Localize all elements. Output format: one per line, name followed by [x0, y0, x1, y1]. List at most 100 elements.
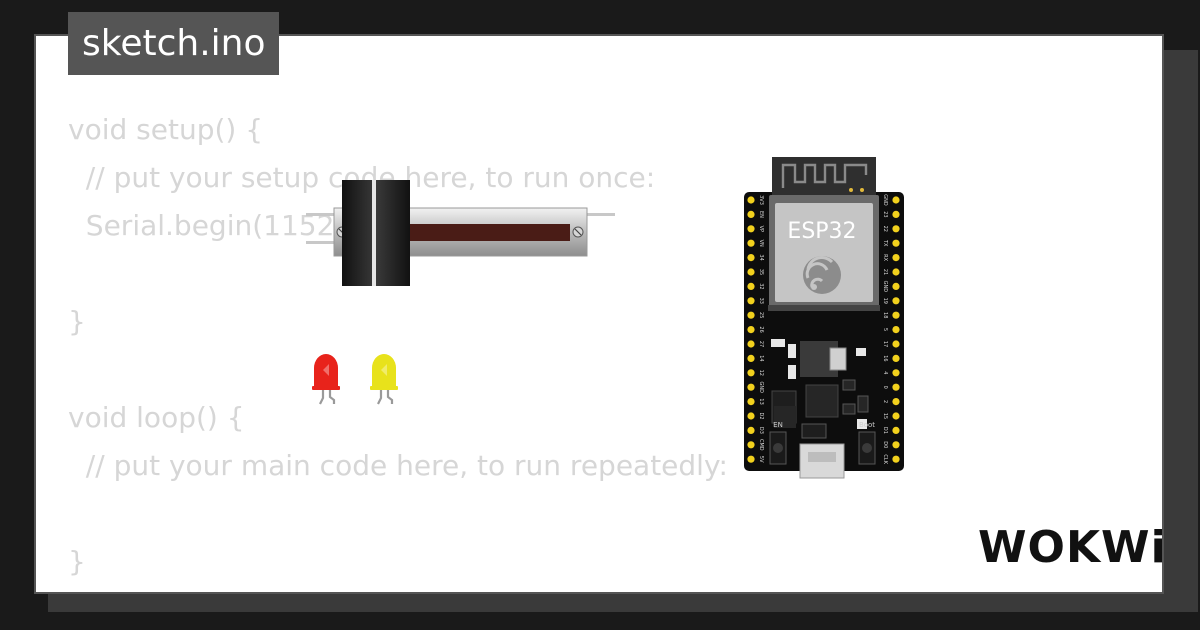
esp32-board[interactable]: ESP32 EN	[744, 157, 904, 479]
pin-label-left: CMD	[758, 439, 764, 451]
slide-potentiometer[interactable]	[306, 180, 615, 286]
chip-label: ESP32	[787, 219, 856, 244]
led-red[interactable]	[312, 354, 340, 405]
usb-uart-chip	[805, 384, 839, 418]
code-line: // put your setup code here, to run once…	[68, 161, 656, 194]
pin-label-right: 16	[882, 355, 888, 361]
pin-label-right: 17	[882, 341, 888, 347]
pin-label-left: VN	[758, 240, 764, 247]
pin-label-left: 14	[758, 355, 764, 361]
pot-pin-left-lower	[306, 241, 338, 244]
pin-label-left: 13	[758, 398, 764, 404]
pin-pad-left[interactable]	[747, 354, 755, 362]
module-shield	[775, 203, 873, 302]
pin-pad-right[interactable]	[892, 354, 900, 362]
pot-pin-left	[306, 213, 338, 216]
pin-pad-right[interactable]	[892, 254, 900, 262]
file-tab[interactable]: sketch.ino	[68, 12, 280, 75]
pin-pad-right[interactable]	[892, 239, 900, 247]
pin-pad-left[interactable]	[747, 398, 755, 406]
pin-pad-left[interactable]	[747, 369, 755, 377]
wokwi-logo: WOKWi	[978, 522, 1167, 573]
pot-track	[400, 224, 570, 241]
espressif-logo-icon	[803, 256, 841, 294]
pin-pad-left[interactable]	[747, 210, 755, 218]
led-yellow-body	[372, 354, 396, 388]
en-button[interactable]	[769, 431, 787, 465]
pin-label-right: D1	[882, 427, 888, 434]
pin-pad-left[interactable]	[747, 225, 755, 233]
pin-pad-left[interactable]	[747, 311, 755, 319]
code-line: void setup() {	[68, 113, 264, 146]
pin-pad-right[interactable]	[892, 326, 900, 334]
pin-pad-right[interactable]	[892, 383, 900, 391]
pin-pad-left[interactable]	[747, 282, 755, 290]
led-red-rim	[312, 386, 340, 390]
pot-slider-line	[372, 180, 376, 286]
pin-pad-left[interactable]	[747, 455, 755, 463]
pin-label-right: GND	[882, 194, 888, 206]
pin-pad-right[interactable]	[892, 311, 900, 319]
pin-label-right: RX	[882, 254, 888, 261]
pin-pad-left[interactable]	[747, 254, 755, 262]
pin-label-right: 22	[882, 226, 888, 232]
pin-label-right: 23	[882, 211, 888, 217]
led-yellow-rim	[370, 386, 398, 390]
led-yellow[interactable]	[370, 354, 398, 405]
left-pin-header: 3V3ENVPVN343532332526271412GND13D2D3CMD5…	[747, 195, 764, 463]
pin-pad-right[interactable]	[892, 268, 900, 276]
pin-label-right: 19	[882, 298, 888, 304]
pin-pad-right[interactable]	[892, 340, 900, 348]
pin-pad-right[interactable]	[892, 412, 900, 420]
pot-pin-right	[585, 213, 615, 216]
pin-label-left: EN	[758, 211, 764, 218]
boot-button[interactable]	[858, 431, 876, 465]
pin-pad-right[interactable]	[892, 297, 900, 305]
pin-label-left: 12	[758, 370, 764, 376]
pin-pad-right[interactable]	[892, 426, 900, 434]
pin-pad-left[interactable]	[747, 239, 755, 247]
pin-label-right: 15	[882, 413, 888, 419]
pin-pad-right[interactable]	[892, 369, 900, 377]
pin-label-left: D2	[758, 412, 764, 419]
pin-label-left: 27	[758, 341, 764, 347]
pin-label-right: 18	[882, 312, 888, 318]
pin-pad-left[interactable]	[747, 441, 755, 449]
pin-label-left: D3	[758, 427, 764, 434]
pin-pad-left[interactable]	[747, 268, 755, 276]
pin-pad-left[interactable]	[747, 426, 755, 434]
pin-pad-right[interactable]	[892, 225, 900, 233]
pin-pad-left[interactable]	[747, 297, 755, 305]
regulator-tab	[829, 347, 847, 371]
pin-label-left: 33	[758, 298, 764, 304]
pin-label-left: 32	[758, 283, 764, 289]
pin-label-left: 34	[758, 254, 764, 260]
en-button-label: EN	[773, 421, 783, 429]
pin-label-right: D0	[882, 441, 888, 448]
code-line: // put your main code here, to run repea…	[68, 449, 728, 482]
pin-label-right: 2	[882, 400, 888, 403]
pin-label-right: CLK	[882, 454, 888, 464]
pin-pad-right[interactable]	[892, 441, 900, 449]
pin-pad-right[interactable]	[892, 398, 900, 406]
pin-label-right: 21	[882, 269, 888, 275]
pin-label-left: VP	[758, 226, 764, 232]
pin-pad-left[interactable]	[747, 196, 755, 204]
code-line: void loop() {	[68, 401, 245, 434]
pin-pad-left[interactable]	[747, 412, 755, 420]
pin-label-left: 25	[758, 312, 764, 318]
antenna-trace	[781, 163, 868, 188]
pin-pad-left[interactable]	[747, 326, 755, 334]
pin-pad-right[interactable]	[892, 455, 900, 463]
pin-pad-right[interactable]	[892, 196, 900, 204]
pin-pad-right[interactable]	[892, 282, 900, 290]
pin-label-left: GND	[758, 381, 764, 393]
pin-pad-left[interactable]	[747, 340, 755, 348]
pin-pad-right[interactable]	[892, 210, 900, 218]
pin-pad-left[interactable]	[747, 383, 755, 391]
pin-label-right: 5	[882, 328, 888, 331]
boot-button-label: Boot	[859, 421, 875, 429]
pin-label-left: 5V	[758, 456, 764, 463]
